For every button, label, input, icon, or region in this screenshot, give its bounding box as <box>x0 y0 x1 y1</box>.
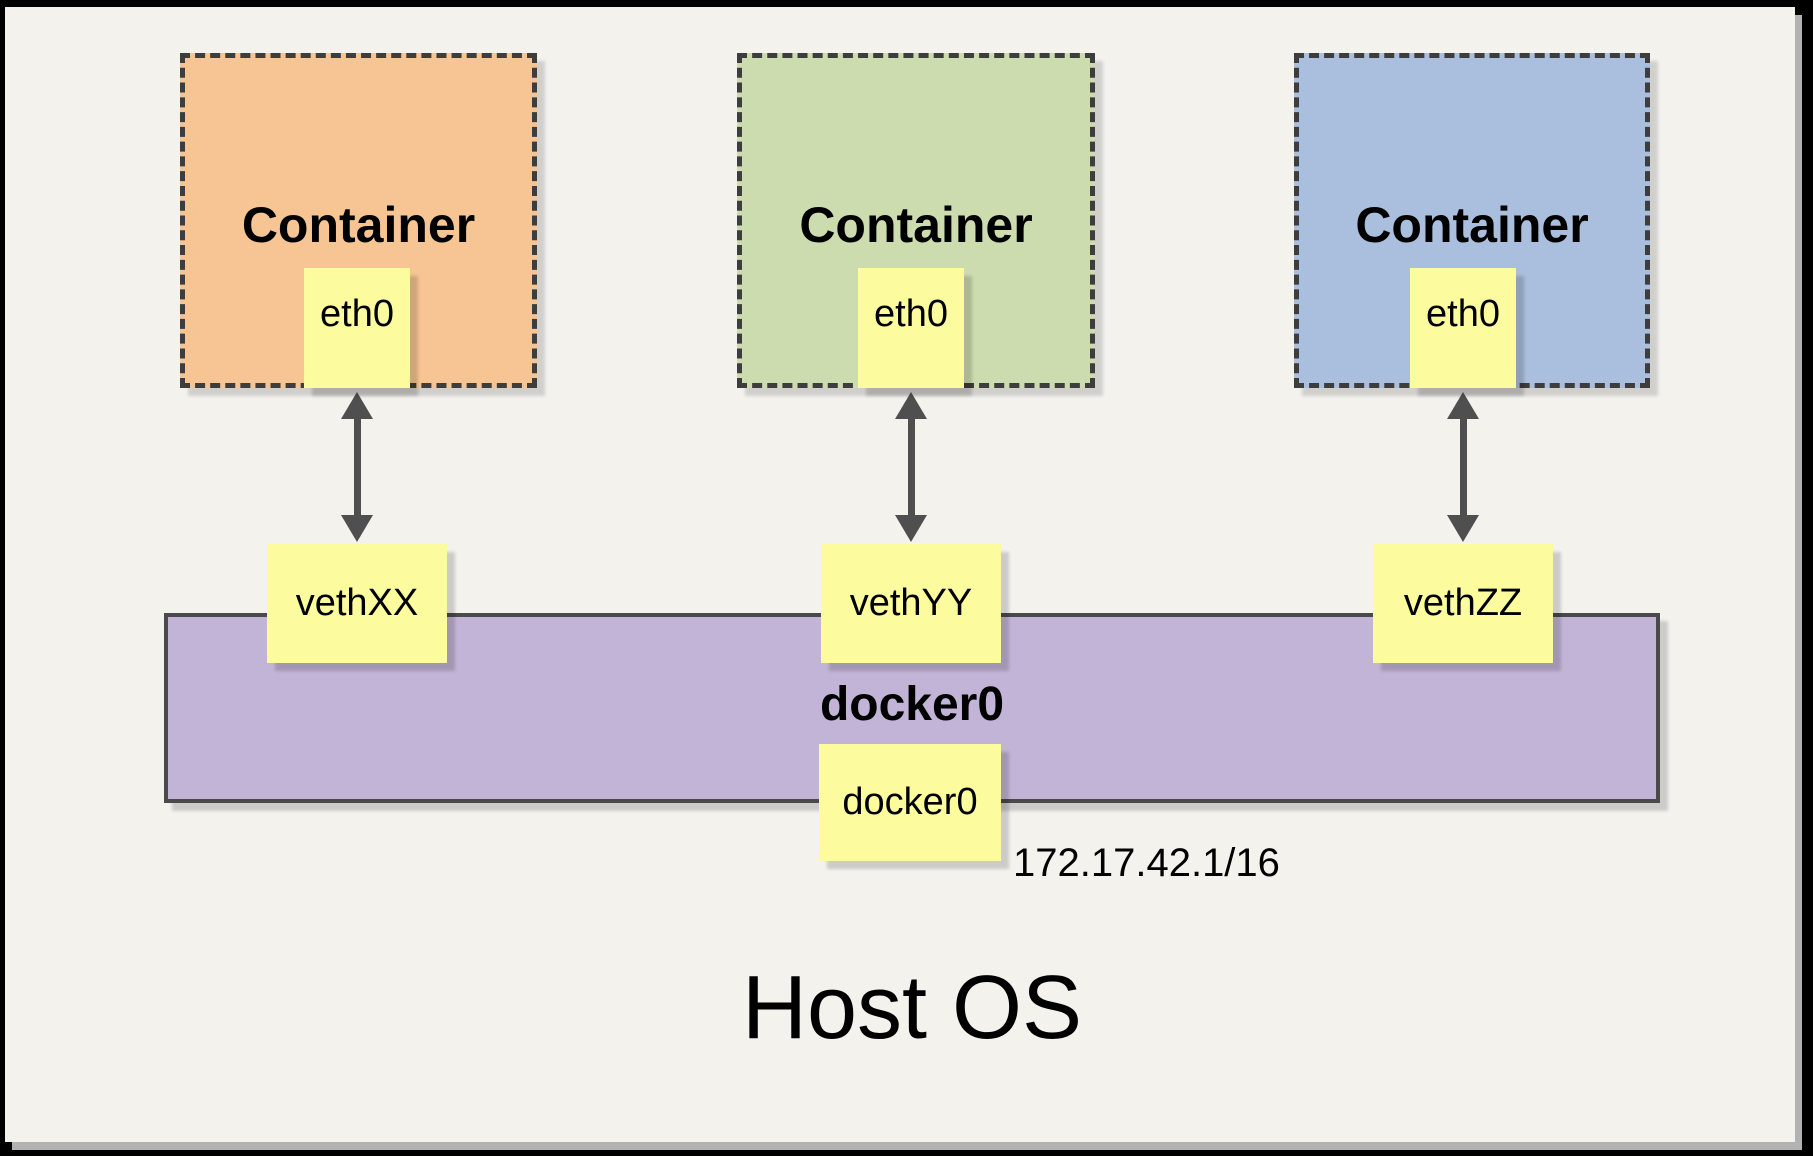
veth-label: vethZZ <box>1403 582 1523 624</box>
arrow-shaft <box>353 414 361 520</box>
vethyy-box: vethYY <box>821 544 1001 663</box>
eth0-label: eth0 <box>1426 292 1500 335</box>
eth0-label: eth0 <box>320 292 394 335</box>
eth0-box-3: eth0 <box>1410 268 1516 388</box>
container-title: Container <box>241 197 476 253</box>
arrow-down-head <box>1447 515 1479 542</box>
bridge-ip-label: 172.17.42.1/16 <box>1013 841 1280 885</box>
docker0-label: docker0 <box>842 781 978 823</box>
bidirectional-arrow-icon <box>891 392 931 542</box>
diagram-panel: Container Container Container eth0 eth0 … <box>5 7 1795 1142</box>
arrow-shaft <box>1459 414 1467 520</box>
bridge-title: docker0 <box>819 678 1005 731</box>
veth-label: vethXX <box>295 582 419 624</box>
bidirectional-arrow-icon <box>1443 392 1483 542</box>
bidirectional-arrow-icon <box>337 392 377 542</box>
vethxx-box: vethXX <box>267 544 447 663</box>
arrow-shaft <box>907 414 915 520</box>
docker0-interface-box: docker0 <box>819 744 1001 861</box>
container-title: Container <box>1355 197 1589 253</box>
arrow-down-head <box>895 515 927 542</box>
eth0-box-1: eth0 <box>304 268 410 388</box>
veth-label: vethYY <box>849 582 973 624</box>
vethzz-box: vethZZ <box>1373 544 1553 663</box>
container-title: Container <box>799 197 1033 253</box>
eth0-label: eth0 <box>874 292 948 335</box>
arrow-down-head <box>341 515 373 542</box>
eth0-box-2: eth0 <box>858 268 964 388</box>
host-os-label: Host OS <box>741 958 1083 1058</box>
